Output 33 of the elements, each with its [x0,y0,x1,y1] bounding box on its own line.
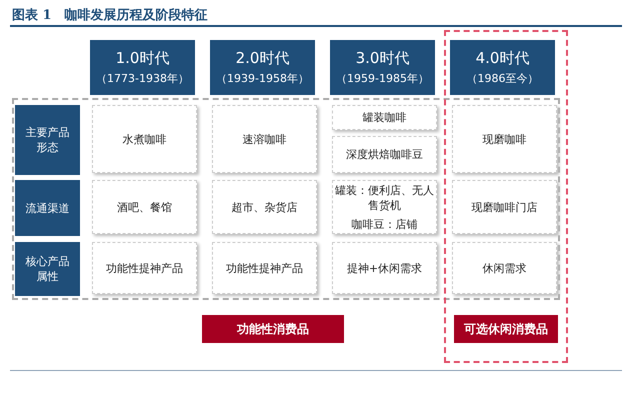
category-label: 功能性消费品 [202,315,344,343]
table-cell: 速溶咖啡 [212,105,317,173]
cell-text: 咖啡豆：店铺 [352,216,418,232]
table-cell: 水煮咖啡 [92,105,197,173]
table-cell: 功能性提神产品 [212,242,317,294]
table-cell: 功能性提神产品 [92,242,197,294]
table-cell: 现磨咖啡门店 [452,180,557,234]
row-header: 核心产品属性 [15,242,80,296]
era-text: 3.0时代 [356,49,410,68]
era-header [90,40,195,95]
era-text: （1773-1938年） [96,71,189,86]
row-header: 主要产品形态 [15,105,80,175]
era-header [330,40,435,95]
era-text: （1939-1958年） [216,71,309,86]
era-header [210,40,315,95]
table-cell: 深度烘焙咖啡豆 [332,136,437,173]
era-text: 2.0时代 [236,49,290,68]
table-cell: 超市、杂货店 [212,180,317,234]
era-text: 1.0时代 [116,49,170,68]
table-cell: 酒吧、餐馆 [92,180,197,234]
cell-text: 罐装：便利店、无人售货机 [334,182,435,212]
table-cell: 提神+休闲需求 [332,242,437,294]
era-text: 4.0时代 [476,49,530,68]
era-text: （1959-1985年） [336,71,429,86]
table-cell [332,180,437,234]
row-header: 流通渠道 [15,180,80,236]
era-text: （1986至今） [466,71,538,86]
figure-title: 图表 1 咖啡发展历程及阶段特征 [12,7,208,24]
category-label: 可选休闲消费品 [454,315,558,343]
table-cell: 罐装咖啡 [332,105,437,130]
table-cell: 休闲需求 [452,242,557,294]
table-cell: 现磨咖啡 [452,105,557,173]
era-header [450,40,555,95]
